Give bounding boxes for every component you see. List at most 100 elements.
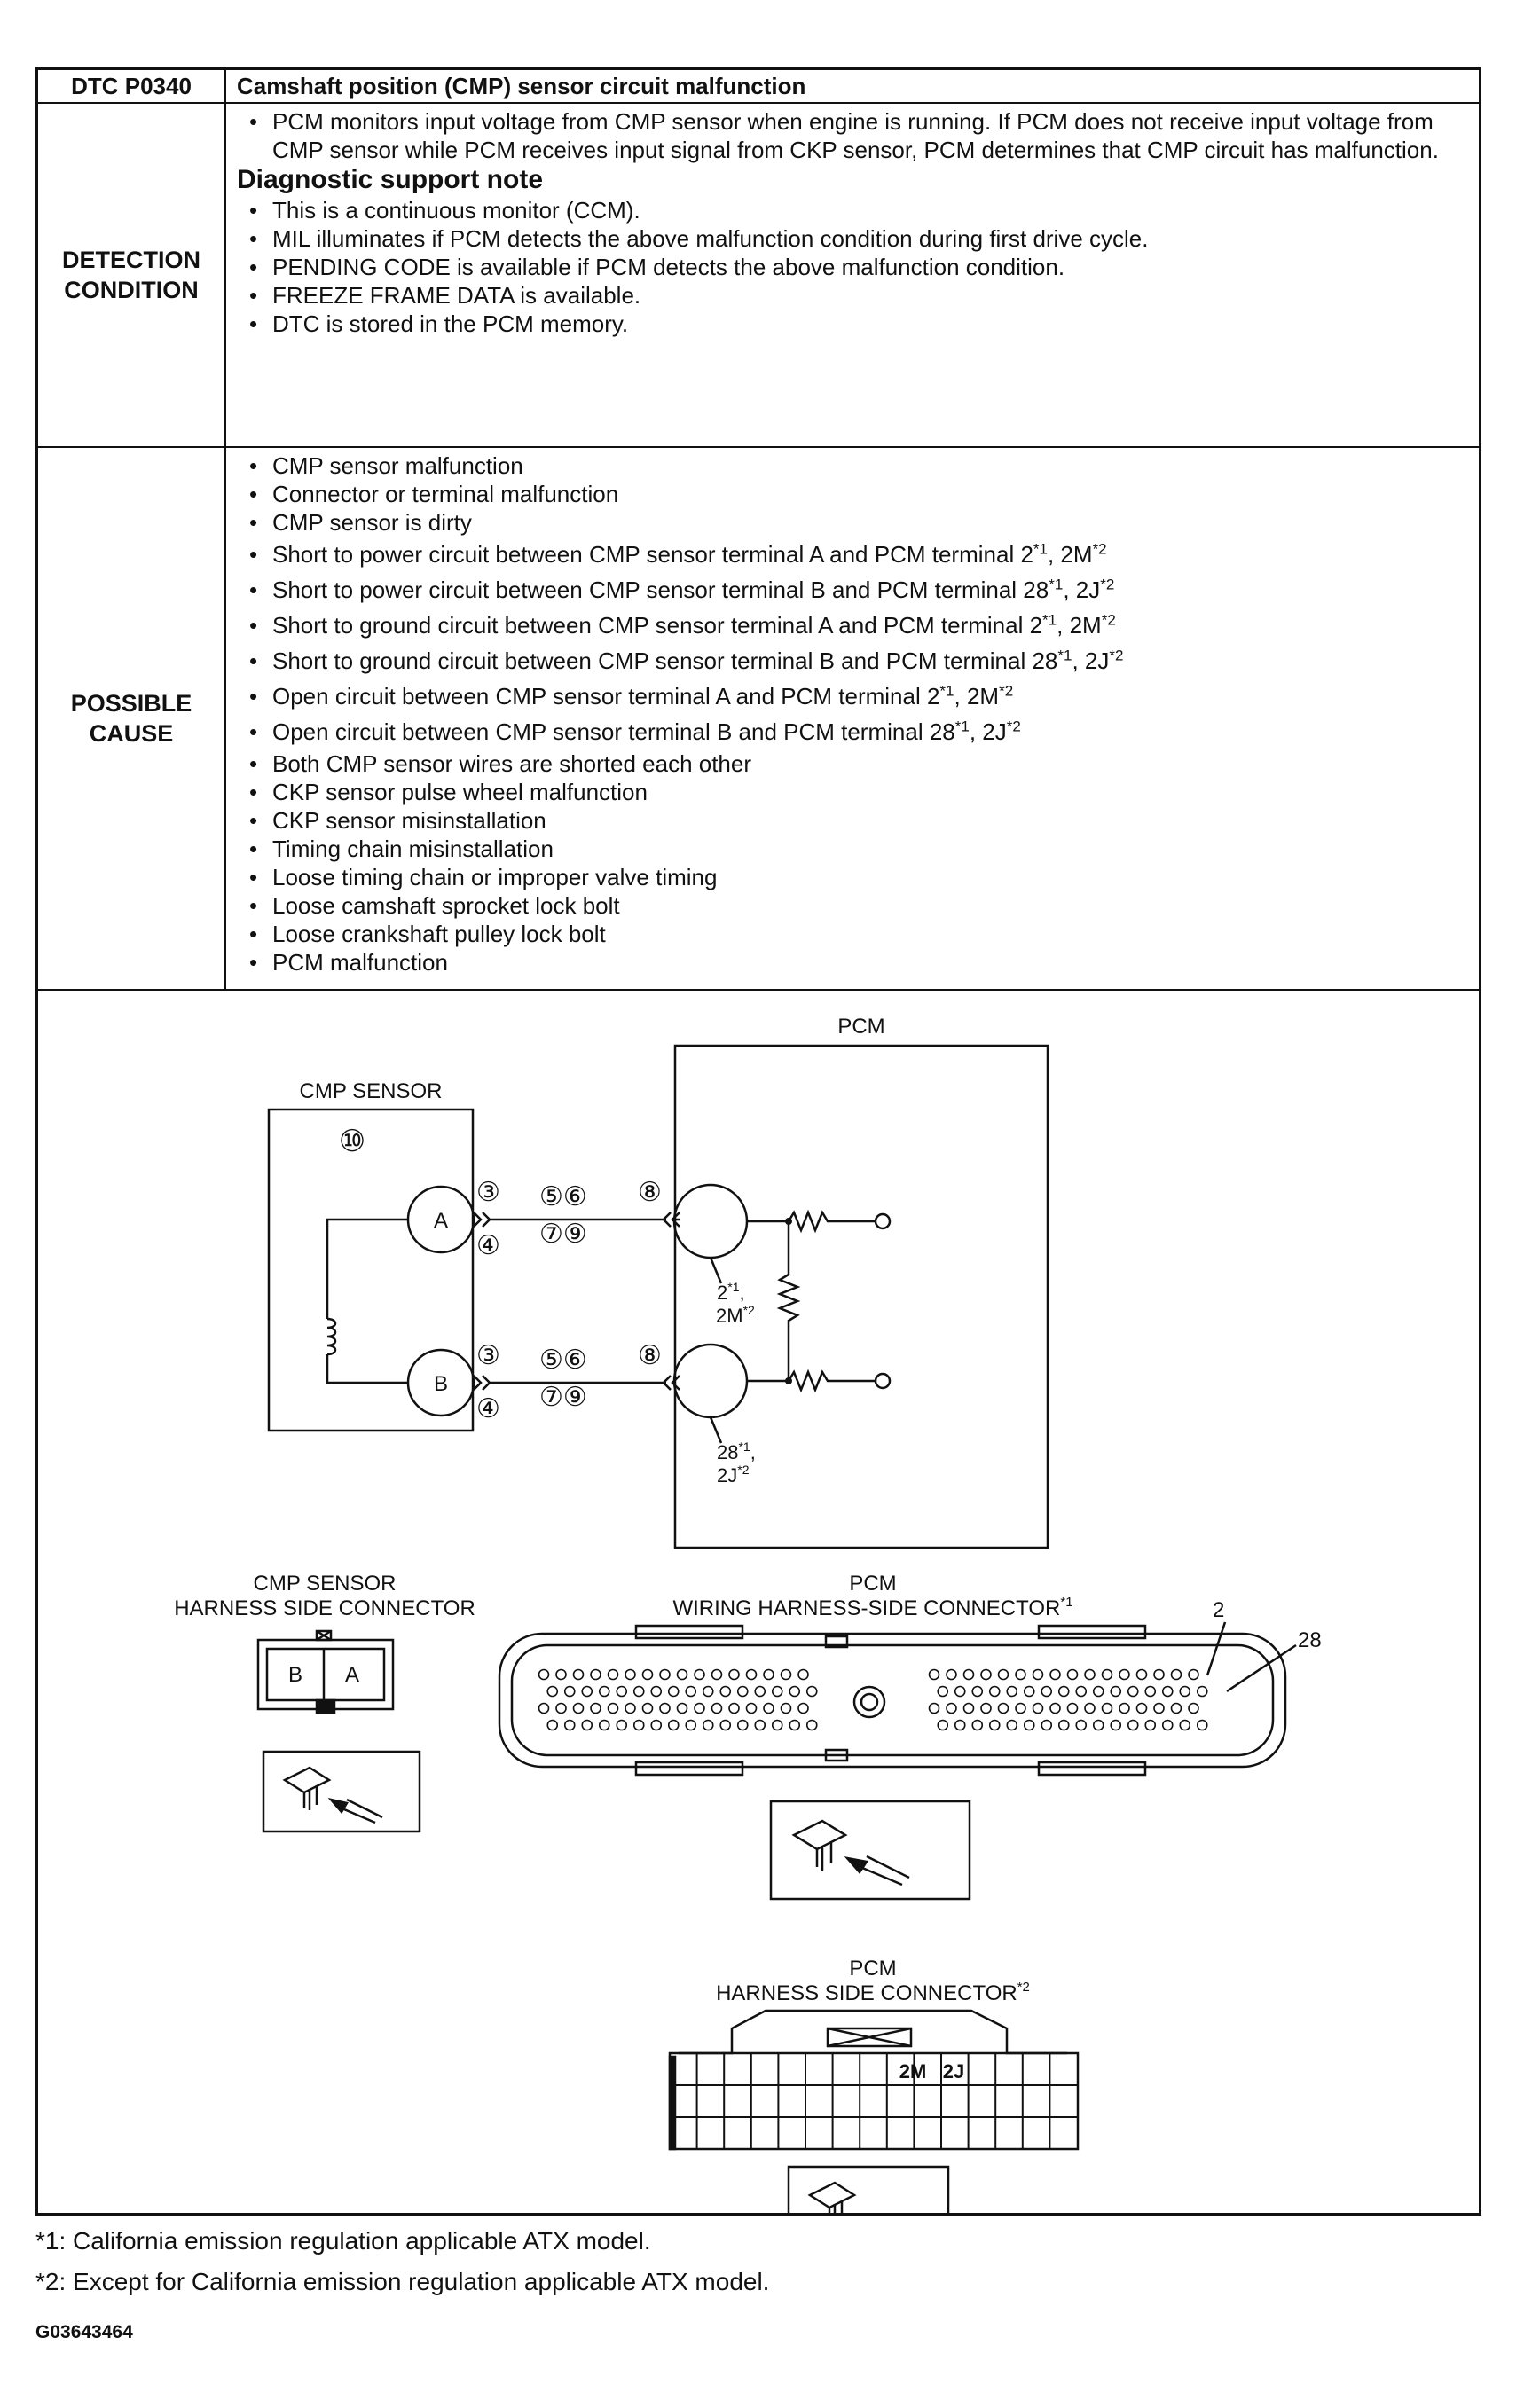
connector-pin <box>1049 1668 1061 1681</box>
dtc-code: DTC P0340 <box>38 70 226 102</box>
connector-code: ⑧ <box>638 1341 662 1370</box>
connector-pin <box>980 1702 992 1714</box>
connector-pin <box>1041 1719 1053 1731</box>
list-item: MIL illuminates if PCM detects the above… <box>237 224 1465 253</box>
connector-pin <box>1144 1719 1157 1731</box>
pcm-label: PCM <box>837 1015 884 1039</box>
connector-pin <box>590 1702 601 1714</box>
connector-pin <box>719 1719 732 1731</box>
list-item: DTC is stored in the PCM memory. <box>237 310 1465 338</box>
list-item: PCM malfunction <box>237 948 1465 977</box>
dtc-title: Camshaft position (CMP) sensor circuit m… <box>237 73 806 99</box>
connector-pin <box>1032 1668 1044 1681</box>
connector-code: ③ <box>476 1341 500 1370</box>
connector-pin <box>685 1685 697 1698</box>
connector-pin <box>1101 1702 1113 1714</box>
connector-pin <box>954 1719 966 1731</box>
connector-pin <box>1006 1719 1018 1731</box>
connector-pin <box>1032 1702 1044 1714</box>
list-item: Open circuit between CMP sensor terminal… <box>237 678 1465 714</box>
diagnostic-support-heading: Diagnostic support note <box>237 165 543 194</box>
connector-pin <box>1170 1668 1182 1681</box>
list-item: Loose camshaft sprocket lock bolt <box>237 891 1465 920</box>
connector-pin <box>789 1685 801 1698</box>
pcm-connector2-title: PCM <box>849 1957 896 1981</box>
connector-pin <box>928 1668 940 1681</box>
connector-pin <box>702 1685 714 1698</box>
connector-pin <box>763 1702 774 1714</box>
pcm-terminal-2-circle <box>672 1183 749 1259</box>
pcm-harness-connector <box>668 2009 1080 2151</box>
list-item: Connector or terminal malfunction <box>237 480 1465 508</box>
connector-pin <box>1119 1702 1130 1714</box>
pcm-resistor-top <box>747 1209 876 1234</box>
connector-pin <box>711 1668 723 1681</box>
connector-pin <box>763 1668 774 1681</box>
list-item: Short to power circuit between CMP senso… <box>237 537 1465 572</box>
connector-pin <box>590 1668 601 1681</box>
connector-pin <box>1092 1685 1104 1698</box>
connector-pin <box>1179 1685 1191 1698</box>
connector-pin <box>719 1685 732 1698</box>
connector-pin <box>694 1702 705 1714</box>
list-item: Loose timing chain or improper valve tim… <box>237 863 1465 891</box>
connector-pin <box>676 1702 688 1714</box>
connector-pin <box>1127 1685 1139 1698</box>
cmp-sensor-box <box>267 1108 475 1432</box>
connector-pin <box>598 1719 610 1731</box>
connector-pin <box>754 1685 766 1698</box>
connector-pin <box>1144 1685 1157 1698</box>
connector-pin <box>805 1719 818 1731</box>
connector-pin <box>962 1668 975 1681</box>
terminal-b-label: B <box>434 1372 448 1396</box>
connector-chevron-b-left <box>473 1375 491 1391</box>
connector-pin <box>632 1685 645 1698</box>
connector-pin <box>711 1702 723 1714</box>
coil-symbol <box>326 1317 337 1356</box>
pcm-terminal-node-bottom <box>874 1372 892 1390</box>
pcm-terminal-28-circle <box>672 1343 749 1419</box>
connector-pin <box>1023 1685 1035 1698</box>
connector-pin <box>728 1702 740 1714</box>
pcm-terminal-2j-label: 2J*2 <box>717 1463 750 1486</box>
connector-pin <box>1066 1702 1079 1714</box>
cmp-harness-connector <box>256 1629 395 1714</box>
connector-number: ⑩ <box>339 1125 365 1158</box>
list-item: PENDING CODE is available if PCM detects… <box>237 253 1465 281</box>
cmp-connector-subtitle: HARNESS SIDE CONNECTOR <box>174 1596 475 1620</box>
connector-pin <box>780 1668 792 1681</box>
connector-pin <box>736 1685 749 1698</box>
connector-pin <box>797 1668 809 1681</box>
connector-pin <box>771 1719 783 1731</box>
connector-pin <box>1110 1685 1122 1698</box>
coil-wire-top <box>326 1218 408 1319</box>
detection-intro: PCM monitors input voltage from CMP sens… <box>237 107 1465 164</box>
connector-pin <box>702 1719 714 1731</box>
connector-pin <box>1127 1719 1139 1731</box>
connector-pin <box>937 1719 949 1731</box>
connector-pin <box>728 1668 740 1681</box>
connector-pin <box>650 1719 663 1731</box>
probe-icon <box>787 2165 950 2213</box>
connector-pin <box>650 1685 663 1698</box>
connector-pin <box>572 1668 585 1681</box>
connector-pin <box>1101 1668 1113 1681</box>
connector-pin <box>745 1702 758 1714</box>
connector-pin <box>754 1719 766 1731</box>
connector-pin <box>1049 1702 1061 1714</box>
connector-chevron-a-left <box>473 1212 491 1228</box>
connector-pin <box>797 1702 809 1714</box>
pcm-cell-grid <box>670 2053 1078 2149</box>
connector-pin <box>572 1702 585 1714</box>
connector-pin <box>1161 1685 1174 1698</box>
connector-pin <box>1188 1702 1199 1714</box>
connector-pin <box>805 1685 818 1698</box>
cause-list: CMP sensor malfunction Connector or term… <box>237 451 1465 977</box>
connector-pin <box>1153 1668 1165 1681</box>
list-item: CMP sensor malfunction <box>237 451 1465 480</box>
cmp-connector-title: CMP SENSOR <box>254 1572 397 1596</box>
pin-2-label: 2 <box>1213 1598 1224 1622</box>
